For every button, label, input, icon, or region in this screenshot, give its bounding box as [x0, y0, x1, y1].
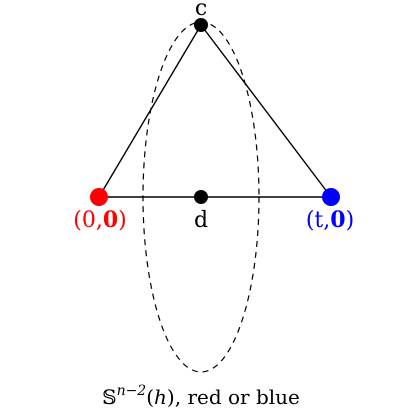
caption: 𝕊n−2(h), red or blue	[102, 383, 300, 409]
label-c: c	[195, 0, 207, 21]
edge-c-to-blue	[200, 24, 332, 198]
label-red-point: (0,0)	[73, 207, 126, 233]
point-d	[194, 190, 208, 204]
label-blue-point: (t,0)	[306, 207, 354, 233]
label-d: d	[194, 208, 208, 233]
point-red	[90, 188, 108, 206]
point-blue	[322, 188, 340, 206]
edge-red-to-c	[98, 24, 202, 198]
point-c	[194, 18, 208, 32]
